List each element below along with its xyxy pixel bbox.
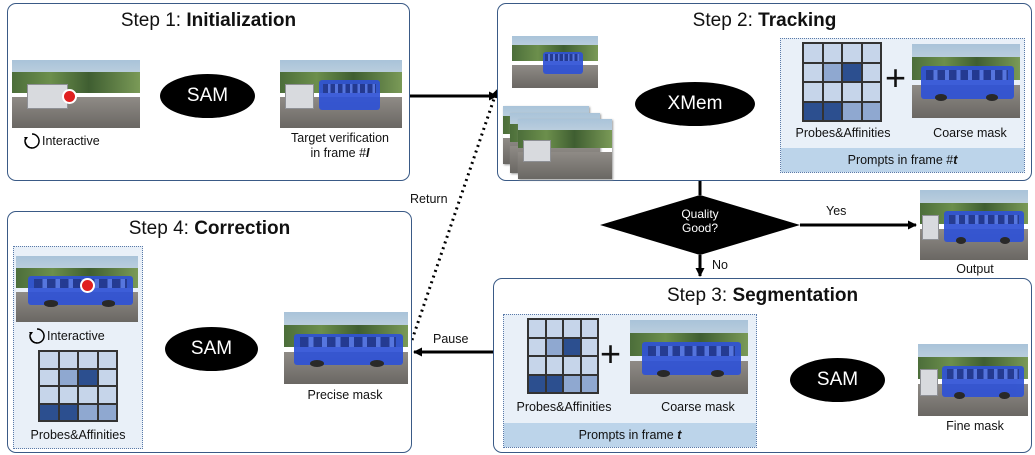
affinity-cell (528, 374, 546, 393)
step3-sam-node: SAM (790, 358, 885, 402)
step3-title: Step 3: Segmentation (666, 285, 859, 306)
yes-label: Yes (826, 204, 847, 218)
return-label: Return (410, 192, 448, 206)
affinity-cell (78, 386, 98, 404)
no-label: No (712, 258, 728, 272)
step3-probes-grid (527, 318, 599, 394)
affinity-cell (39, 368, 59, 386)
xmem-node: XMem (635, 82, 755, 126)
step4-interactive-cycle-icon (28, 327, 46, 350)
step3-probes-caption: Probes&Affinities (516, 400, 612, 414)
affinity-cell (842, 43, 862, 63)
affinity-cell (58, 351, 78, 369)
affinity-cell (580, 356, 598, 375)
affinity-cell (78, 403, 98, 421)
step1-interactive-label: Interactive (42, 134, 100, 148)
affinity-cell (822, 82, 842, 102)
affinity-cell (842, 82, 862, 102)
step4-sam-node: SAM (165, 327, 258, 371)
step3-plus-sign: + (600, 333, 622, 374)
affinity-cell (78, 368, 98, 386)
affinity-cell (97, 351, 117, 369)
step1-title: Step 1: Initialization (120, 10, 297, 31)
step4-correction-frame (16, 256, 138, 322)
step4-probes-grid (38, 350, 118, 422)
pause-label: Pause (433, 332, 469, 346)
step3-coarse-mask-image (630, 320, 748, 394)
step1-verification-frame (280, 60, 402, 128)
affinity-cell (58, 403, 78, 421)
affinity-cell (545, 374, 563, 393)
affinity-cell (803, 62, 823, 82)
affinity-cell (580, 374, 598, 393)
affinity-cell (842, 101, 862, 121)
correction-click-marker (80, 278, 95, 293)
affinity-cell (822, 101, 842, 121)
step3-fine-caption: Fine mask (946, 419, 1004, 433)
affinity-cell (528, 319, 546, 338)
step2-title: Step 2: Tracking (692, 10, 837, 31)
affinity-cell (822, 62, 842, 82)
affinity-cell (861, 82, 881, 102)
decision-label: Quality Good? (681, 207, 719, 235)
affinity-cell (58, 386, 78, 404)
affinity-cell (528, 356, 546, 375)
affinity-cell (803, 82, 823, 102)
affinity-cell (545, 319, 563, 338)
step4-probes-caption: Probes&Affinities (30, 428, 126, 442)
affinity-cell (563, 337, 581, 356)
step2-previous-mask-frame (512, 36, 598, 88)
output-frame (920, 190, 1028, 260)
step2-plus-sign: + (885, 57, 907, 98)
affinity-cell (563, 374, 581, 393)
step1-input-frame (12, 60, 140, 128)
step1-sam-node: SAM (160, 74, 255, 118)
step2-probes-caption: Probes&Affinities (795, 126, 891, 140)
affinity-cell (97, 386, 117, 404)
affinity-cell (861, 101, 881, 121)
step2-prompts-label: Prompts in frame #t (781, 148, 1024, 172)
arrow-return-to-step2 (410, 89, 499, 341)
affinity-cell (39, 351, 59, 369)
step2-probes-grid (802, 42, 882, 122)
affinity-cell (822, 43, 842, 63)
affinity-cell (803, 43, 823, 63)
step3-prompts-label: Prompts in frame t (504, 423, 756, 447)
affinity-cell (861, 43, 881, 63)
affinity-cell (97, 368, 117, 386)
affinity-cell (39, 403, 59, 421)
step4-precise-caption: Precise mask (307, 388, 383, 402)
step4-title: Step 4: Correction (128, 218, 291, 239)
step2-coarse-mask-image (912, 44, 1020, 118)
affinity-cell (563, 319, 581, 338)
affinity-cell (563, 356, 581, 375)
affinity-cell (580, 337, 598, 356)
step2-coarse-caption: Coarse mask (933, 126, 1007, 140)
affinity-cell (545, 356, 563, 375)
affinity-cell (528, 337, 546, 356)
affinity-cell (861, 62, 881, 82)
output-caption: Output (956, 262, 994, 276)
affinity-cell (842, 62, 862, 82)
affinity-cell (78, 351, 98, 369)
affinity-cell (39, 386, 59, 404)
click-point-marker (62, 89, 77, 104)
affinity-cell (545, 337, 563, 356)
affinity-cell (58, 368, 78, 386)
affinity-cell (97, 403, 117, 421)
step3-fine-mask-frame (918, 344, 1028, 416)
affinity-cell (803, 101, 823, 121)
step1-verification-caption: Target verification in frame #I (291, 131, 389, 160)
step4-interactive-label: Interactive (47, 329, 105, 343)
affinity-cell (580, 319, 598, 338)
interactive-cycle-icon (23, 132, 41, 155)
step4-precise-mask-frame (284, 312, 408, 384)
step3-coarse-caption: Coarse mask (661, 400, 735, 414)
decision-diamond (600, 195, 800, 255)
